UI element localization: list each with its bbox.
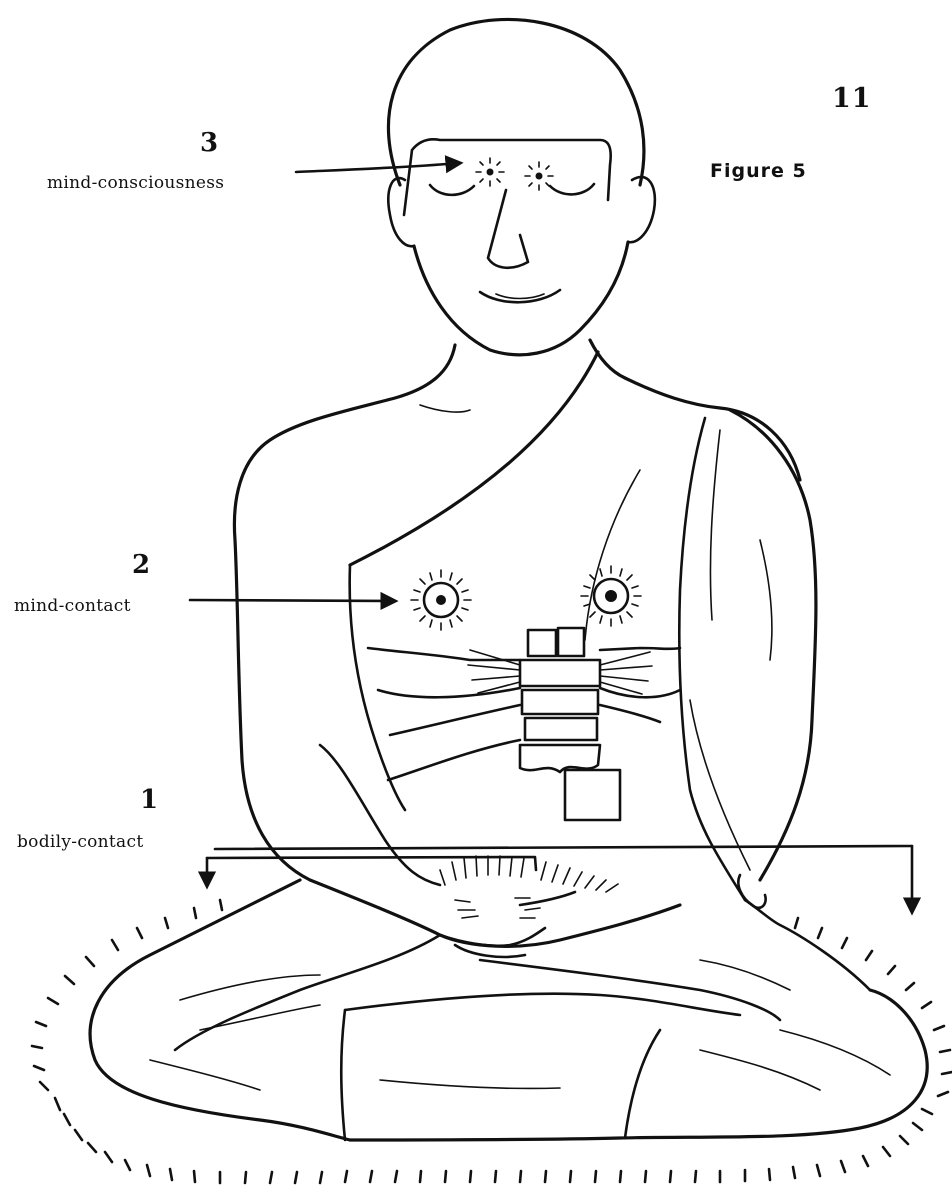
arrow-mind-contact	[190, 600, 395, 601]
hands-and-lap	[310, 875, 870, 990]
annotation-number-2: 2	[132, 550, 150, 580]
arrow-mind-consciousness	[296, 163, 460, 172]
annotation-label-mind-contact: mind-contact	[14, 596, 131, 616]
torso	[234, 340, 816, 900]
figure-label: Figure 5	[710, 160, 807, 182]
bodily-contact-arrows	[207, 846, 912, 912]
annotation-label-mind-consciousness: mind-consciousness	[47, 173, 224, 193]
bodily-contact-point-icon	[440, 856, 618, 918]
annotation-label-bodily-contact: bodily-contact	[17, 832, 143, 852]
head	[388, 19, 655, 354]
crossed-legs	[90, 880, 927, 1140]
mind-contact-point-icon	[411, 566, 641, 630]
page-number: 11	[832, 83, 872, 114]
annotation-number-1: 1	[140, 785, 158, 815]
chest-diagram	[368, 628, 680, 820]
mind-consciousness-point-icon	[476, 158, 553, 190]
annotation-number-3: 3	[200, 128, 218, 158]
